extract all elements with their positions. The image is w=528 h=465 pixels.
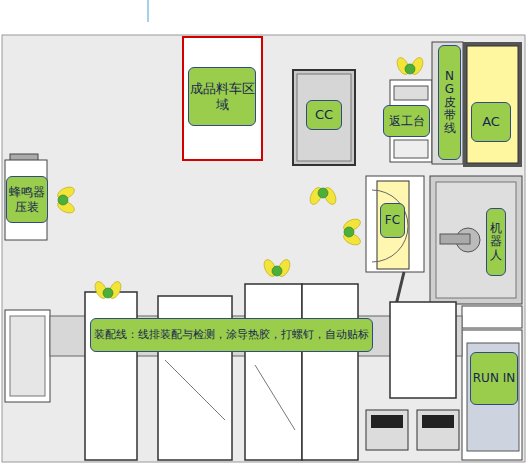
label-text: 蜂鸣器压装 xyxy=(7,185,47,214)
rework-table xyxy=(394,140,428,158)
controller-screen xyxy=(371,415,403,428)
operator-icon xyxy=(308,186,339,207)
chute xyxy=(396,272,404,305)
label-text: CC xyxy=(315,107,333,123)
operator-icon xyxy=(395,56,426,77)
station-label: 机器人 xyxy=(486,208,506,276)
station-label: RUN IN xyxy=(470,352,518,405)
station-label: 成品料车区域 xyxy=(188,67,256,126)
floor-area xyxy=(2,35,525,462)
controller xyxy=(417,410,459,450)
module xyxy=(462,306,522,328)
machine xyxy=(297,74,351,161)
station-label: 返工台 xyxy=(383,105,430,137)
station-label: CC xyxy=(306,100,342,130)
label-text: 成品料车区域 xyxy=(189,81,255,112)
robot-cell xyxy=(430,176,522,304)
label-text: NG皮带线 xyxy=(444,70,456,136)
station xyxy=(302,284,358,460)
machine xyxy=(366,176,424,272)
station-label: FC xyxy=(380,203,405,238)
robot-arm xyxy=(440,234,470,244)
label-text: 装配线：线排装配与检测，涂导热胶，打螺钉，自动贴标 xyxy=(94,328,369,341)
run-in-rack xyxy=(462,330,522,460)
label-text: 机器人 xyxy=(490,222,502,262)
station xyxy=(255,365,295,430)
conveyor xyxy=(10,316,45,396)
station-label: AC xyxy=(471,102,511,142)
station-label: NG皮带线 xyxy=(438,45,461,160)
cart-region xyxy=(183,37,262,160)
label-text: FC xyxy=(385,213,400,227)
rework-table xyxy=(394,86,428,100)
station xyxy=(165,360,225,420)
conveyor xyxy=(5,310,50,402)
operator-icon xyxy=(56,185,77,216)
operator-icon xyxy=(93,280,124,301)
station xyxy=(390,302,456,398)
controller xyxy=(366,410,408,450)
controller-screen xyxy=(422,415,454,428)
operator-icon xyxy=(342,217,363,248)
machine xyxy=(463,42,522,167)
label-text: AC xyxy=(482,114,500,130)
station xyxy=(245,284,302,460)
machine xyxy=(293,70,355,165)
press xyxy=(5,160,47,240)
machine xyxy=(467,46,518,163)
label-text: RUN IN xyxy=(473,371,515,385)
robot-cell xyxy=(436,182,516,298)
machine xyxy=(372,190,408,262)
label-text: 返工台 xyxy=(389,114,425,128)
station-label: 蜂鸣器压装 xyxy=(6,176,48,223)
operator-icon xyxy=(262,258,293,279)
guide-line xyxy=(148,0,149,22)
belt xyxy=(432,42,463,164)
run-in-rack xyxy=(467,343,519,451)
station-label: 装配线：线排装配与检测，涂导热胶，打螺钉，自动贴标 xyxy=(90,318,373,352)
